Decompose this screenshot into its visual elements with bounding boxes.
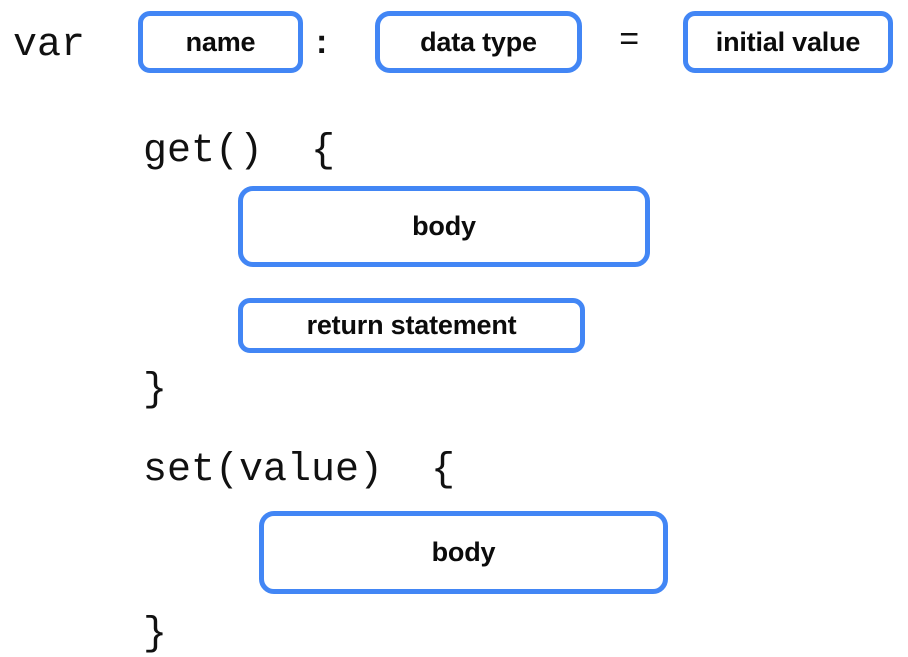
setter-close-brace: }: [143, 612, 168, 657]
getter-close-brace: }: [143, 368, 168, 413]
getter-return-box-label: return statement: [306, 310, 517, 340]
name-box-label: name: [185, 26, 256, 57]
data-type-box-label: data type: [420, 26, 537, 57]
getter-body-box[interactable]: body: [238, 186, 650, 267]
data-type-box[interactable]: data type: [375, 11, 582, 73]
getter-return-box[interactable]: return statement: [238, 298, 585, 353]
name-box[interactable]: name: [138, 11, 303, 73]
getter-header: get() {: [143, 129, 336, 174]
setter-body-box-label: body: [431, 537, 496, 567]
initial-value-box[interactable]: initial value: [683, 11, 893, 73]
equals-operator: =: [619, 23, 640, 61]
getter-body-box-label: body: [412, 211, 476, 241]
keyword-var: var: [13, 23, 86, 68]
setter-header: set(value) {: [143, 448, 456, 493]
initial-value-box-label: initial value: [715, 26, 861, 57]
colon-operator: :: [316, 23, 328, 61]
setter-body-box[interactable]: body: [259, 511, 668, 594]
